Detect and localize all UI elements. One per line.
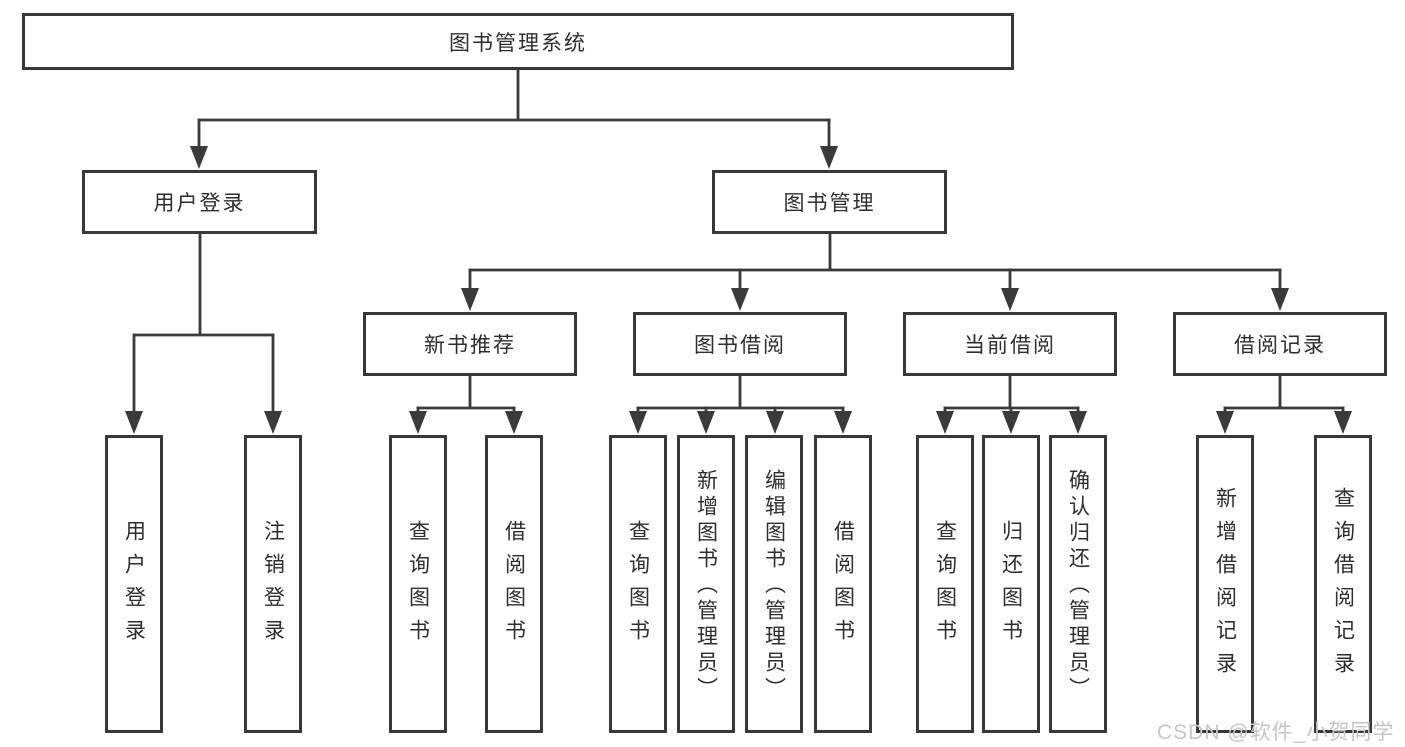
node-borrow-records: 借阅记录	[1173, 312, 1387, 376]
node-root-library-system: 图书管理系统	[22, 13, 1014, 70]
connector-user-login-to-leaves	[125, 234, 282, 434]
leaf-logout: 注销登录	[244, 435, 302, 733]
connector-borrow-records-to-leaves	[1216, 376, 1352, 434]
connector-root-to-level2	[190, 70, 838, 169]
leaf-query-borrow-record: 查询借阅记录	[1314, 435, 1372, 733]
connector-book-management-to-level3	[461, 234, 1289, 311]
leaf-return-books: 归还图书	[982, 435, 1040, 733]
leaf-borrow-books-recommend: 借阅图书	[485, 435, 543, 733]
csdn-watermark: CSDN @软件_小贺同学	[1157, 721, 1395, 744]
connector-new-book-to-leaves	[409, 376, 523, 434]
leaf-query-books-current: 查询图书	[916, 435, 974, 733]
leaf-add-books-admin: 新增图书（管理员）	[677, 435, 735, 733]
connector-current-borrow-to-leaves	[936, 376, 1087, 434]
leaf-query-books-recommend: 查询图书	[389, 435, 447, 733]
leaf-borrow-books: 借阅图书	[814, 435, 872, 733]
node-new-book-recommend: 新书推荐	[363, 312, 577, 376]
node-user-login: 用户登录	[82, 170, 317, 234]
leaf-query-books-borrow: 查询图书	[609, 435, 667, 733]
leaf-edit-books-admin: 编辑图书（管理员）	[745, 435, 803, 733]
node-book-management: 图书管理	[712, 170, 947, 234]
connector-book-borrow-to-leaves	[629, 376, 852, 434]
node-book-borrow: 图书借阅	[633, 312, 847, 376]
leaf-confirm-return-admin: 确认归还（管理员）	[1049, 435, 1107, 733]
leaf-add-borrow-record: 新增借阅记录	[1196, 435, 1254, 733]
node-current-borrow: 当前借阅	[903, 312, 1117, 376]
leaf-user-login: 用户登录	[105, 435, 163, 733]
